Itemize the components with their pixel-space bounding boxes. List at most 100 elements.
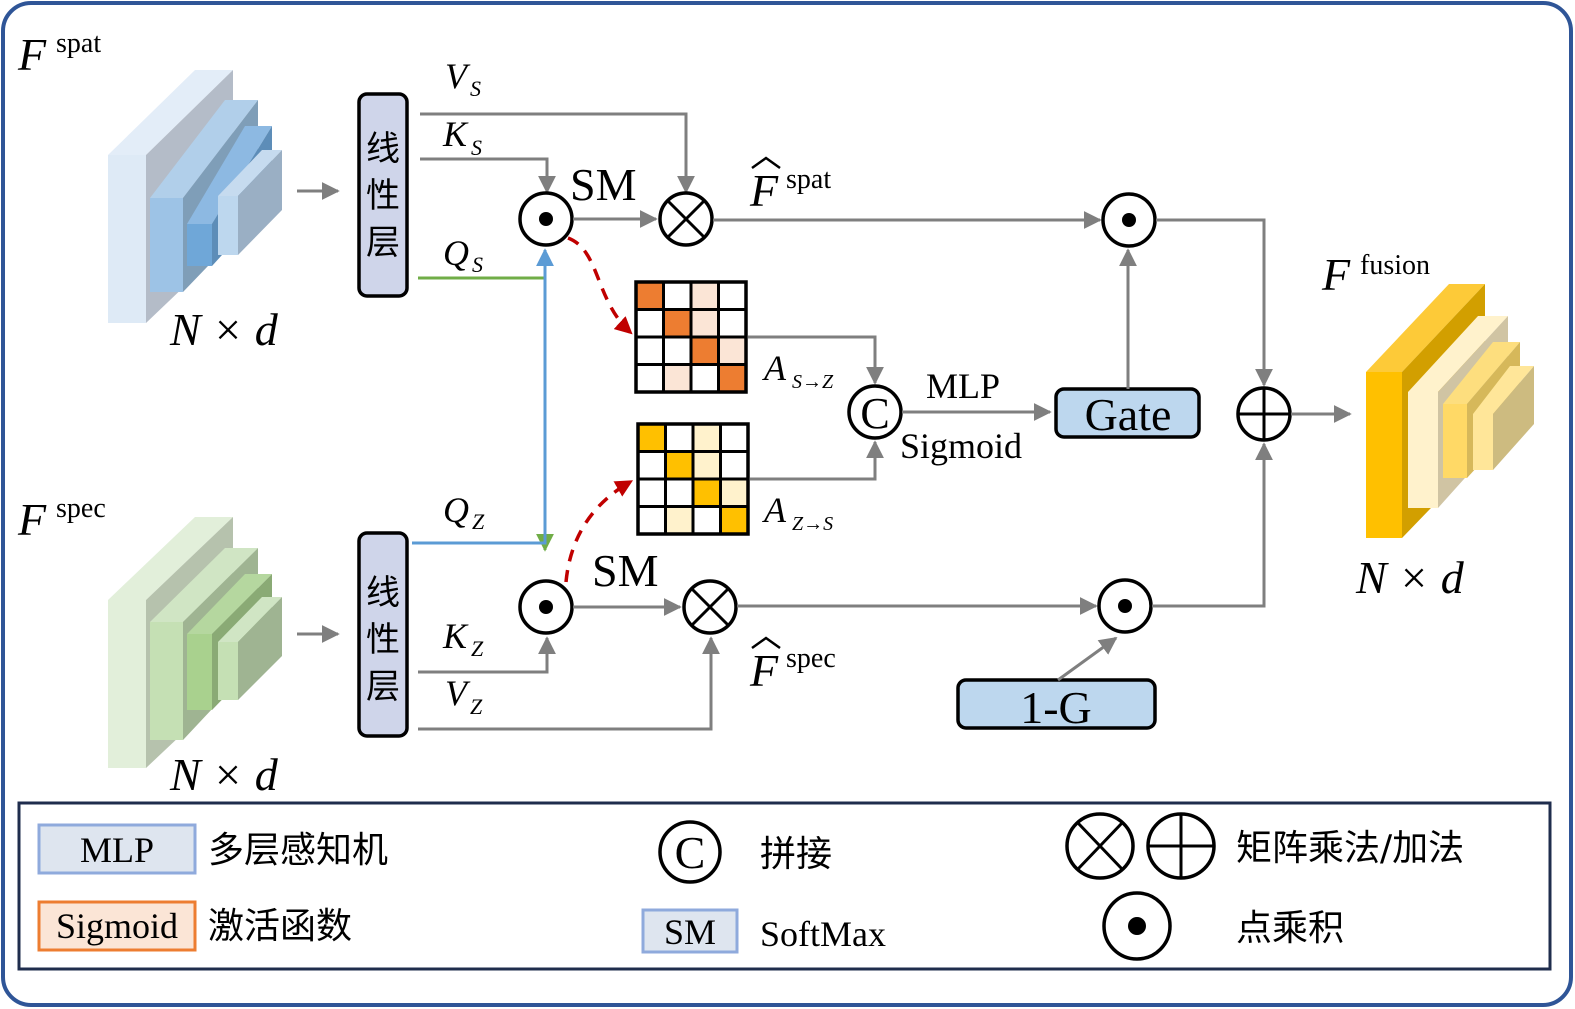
spat-key-sub: S [471,135,482,160]
legend-matmul-add-desc: 矩阵乘法/加法 [1236,828,1464,869]
spat-input-symbol: F [17,29,47,80]
spat-value-label: V S [445,56,481,101]
legend-matmul-icon [1065,812,1135,880]
spec-input-label: F spec [17,493,106,545]
spec-query-letter: Q [443,490,469,530]
attention-cell [719,450,750,481]
spec-linear-char-1: 线 [366,573,400,613]
legend-frame [17,801,1552,971]
legend-item-mlp: MLP 多层感知机 [37,823,388,875]
attention-cell [662,363,693,394]
spec-query-sub: Z [472,509,485,534]
fusion-output-label: F fusion [1321,249,1430,300]
spec-attended-superscript: spec [786,643,836,674]
attention-cell [719,422,750,453]
legend-mlp-key: MLP [80,830,154,870]
spat-hat-mark [751,156,781,170]
legend-dot-desc: 点乘积 [1236,908,1344,949]
spat-attended-superscript: spat [786,164,831,195]
legend-concat-desc: 拼接 [760,834,832,875]
one-minus-gate-box: 1-G [956,678,1157,733]
map-sz-sub: S→Z [792,371,834,393]
spat-query-label: Q S [443,233,483,277]
fusion-output-symbol: F [1321,249,1351,300]
attention-cell [664,422,695,453]
attention-cell [691,505,722,536]
attention-cell [662,308,693,339]
attention-cell [717,280,748,311]
attention-cell [691,422,722,453]
spat-dot-product-icon [518,191,574,247]
spec-attended-symbol: F [749,645,779,696]
spat-input-shape: N × d [169,304,279,355]
attention-cell [719,477,750,508]
sigmoid-label: Sigmoid [900,426,1022,466]
spec-value-label: V Z [445,673,483,719]
spec-key-sub: Z [471,636,484,661]
legend-item-softmax: SM SoftMax [641,908,886,954]
spec-gated-to-add-arrow [1152,442,1273,608]
spat-attention-map-arrow [567,236,633,335]
spat-matmul-icon [658,191,714,247]
matrix-add-icon [1236,386,1292,442]
attention-cell [634,308,665,339]
spec-query-label: Q Z [443,490,485,534]
attention-map-s-to-z-label: A S→Z [762,348,834,393]
spec-gated-dot-icon [1097,578,1153,634]
spec-attended-label: F spec [749,636,836,696]
attention-cell [634,280,665,311]
attention-cell [691,450,722,481]
spec-linear-char-3: 层 [366,667,400,707]
legend-item-dot: 点乘积 [1102,891,1344,961]
attention-cell [636,477,667,508]
attention-cell [634,363,665,394]
attention-map-s-to-z [634,280,748,394]
legend-softmax-desc: SoftMax [760,914,886,954]
spat-attended-symbol: F [749,165,779,216]
legend-add-icon [1146,812,1216,880]
spat-linear-char-2: 性 [366,176,400,216]
attention-cell [664,505,695,536]
spat-feature-cube-icon [108,70,282,323]
attention-cell [636,450,667,481]
attention-cell [719,505,750,536]
spec-linear-layer: 线 性 层 [357,531,409,738]
spec-key-arrow [418,636,556,674]
spec-query-to-spat-arrow [412,248,554,545]
spec-key-letter: K [442,616,469,656]
attention-cell [636,505,667,536]
concat-symbol: C [860,389,889,438]
attention-cell [689,335,720,366]
spec-dot-product-icon [518,579,574,635]
spat-query-sub: S [472,252,483,277]
spec-value-sub: Z [470,694,483,719]
attention-map-z-to-s-label: A Z→S [762,490,833,535]
legend-concat-icon [658,820,722,884]
spat-input-superscript: spat [56,28,101,59]
attention-cell [662,335,693,366]
spec-feature-cube-icon [108,517,282,768]
one-minus-gate-arrow [1057,636,1118,682]
fusion-feature-cube-icon [1366,284,1534,538]
legend-sigmoid-key: Sigmoid [56,906,178,946]
gate-box: Gate [1054,387,1201,440]
spat-linear-char-3: 层 [366,223,400,263]
spat-input-label: F spat [17,28,101,80]
spec-linear-char-2: 性 [366,620,400,660]
attention-cell [662,280,693,311]
spat-key-arrow [420,157,556,194]
gate-label: Gate [1085,389,1172,440]
attention-cell [691,477,722,508]
attention-cell [664,450,695,481]
spat-gated-to-add-arrow [1156,218,1273,387]
spec-hat-mark [751,636,781,650]
concat-icon: C [847,384,903,440]
attention-cell [689,363,720,394]
map-zs-sub: Z→S [792,513,833,535]
fusion-output-superscript: fusion [1360,250,1430,281]
spec-attention-map-arrow [564,480,634,583]
attention-map-z-to-s [636,422,750,536]
spec-input-symbol: F [17,494,47,545]
spec-value-arrow [418,636,720,731]
